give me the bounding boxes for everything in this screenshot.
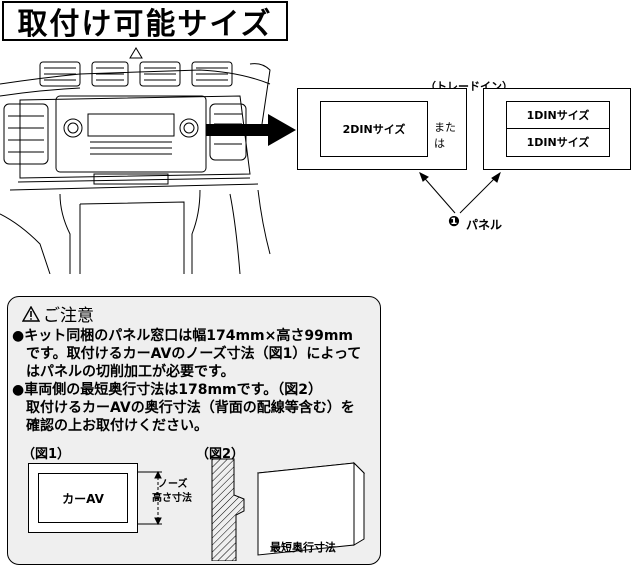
din2-label: 2DINサイズ (342, 123, 406, 136)
panel-number-badge: ❶ (448, 214, 460, 230)
fig1-dim-label-1: ノーズ (158, 479, 188, 490)
fig2-dim-label: 最短奥行寸法 (270, 541, 336, 554)
panel-1din: 1DINサイズ 1DINサイズ (483, 88, 631, 170)
or-label: または (434, 121, 456, 150)
notice-line: 取付けるカーAVの奥行寸法（背面の配線等含む）を (12, 400, 355, 416)
notice-line: 確認の上お取付けください。 (12, 418, 208, 434)
notice-line: ●車両側の最短奥行寸法は178mmです。（図2） (12, 382, 322, 398)
notice-line: です。取付けるカーAVのノーズ寸法（図1）によって (12, 346, 362, 362)
fig1-car-av-box: カーAV (38, 473, 128, 523)
fig1-outer-panel: カーAV (28, 463, 138, 533)
arrow-right-icon (206, 114, 296, 146)
din1-bottom-label: 1DINサイズ (526, 136, 590, 149)
fig1-dimension-marker (138, 470, 162, 526)
panel-pointer-lines (419, 171, 501, 214)
din1-top-label: 1DINサイズ (507, 102, 609, 129)
notice-body: ●キット同梱のパネル窓口は幅174mm×高さ99mm です。取付けるカーAVのノ… (12, 327, 361, 435)
fig1-dim-label-2: 高さ寸法 (152, 493, 192, 504)
warning-icon (22, 305, 40, 322)
notice-heading-row: ご注意 (22, 301, 94, 326)
notice-box: ご注意 ●キット同梱のパネル窓口は幅174mm×高さ99mm です。取付けるカー… (7, 296, 381, 565)
notice-line: ●キット同梱のパネル窓口は幅174mm×高さ99mm (12, 328, 354, 344)
panel-2din: 2DINサイズ または (297, 88, 467, 170)
dashboard-illustration (0, 47, 271, 274)
fig1-box-label: カーAV (62, 491, 104, 506)
din1-opening: 1DINサイズ 1DINサイズ (506, 101, 610, 157)
fig1-label: （図1） (22, 447, 71, 462)
fig2-illustration (211, 458, 366, 561)
title-box: 取付け可能サイズ (2, 1, 288, 42)
notice-line: はパネルの切削加工が必要です。 (12, 364, 235, 380)
fig2-label: （図2） (196, 447, 245, 462)
notice-heading: ご注意 (43, 306, 94, 326)
din2-opening: 2DINサイズ (320, 101, 428, 157)
panel-label: パネル (466, 218, 503, 232)
page-title: 取付け可能サイズ (17, 7, 273, 42)
